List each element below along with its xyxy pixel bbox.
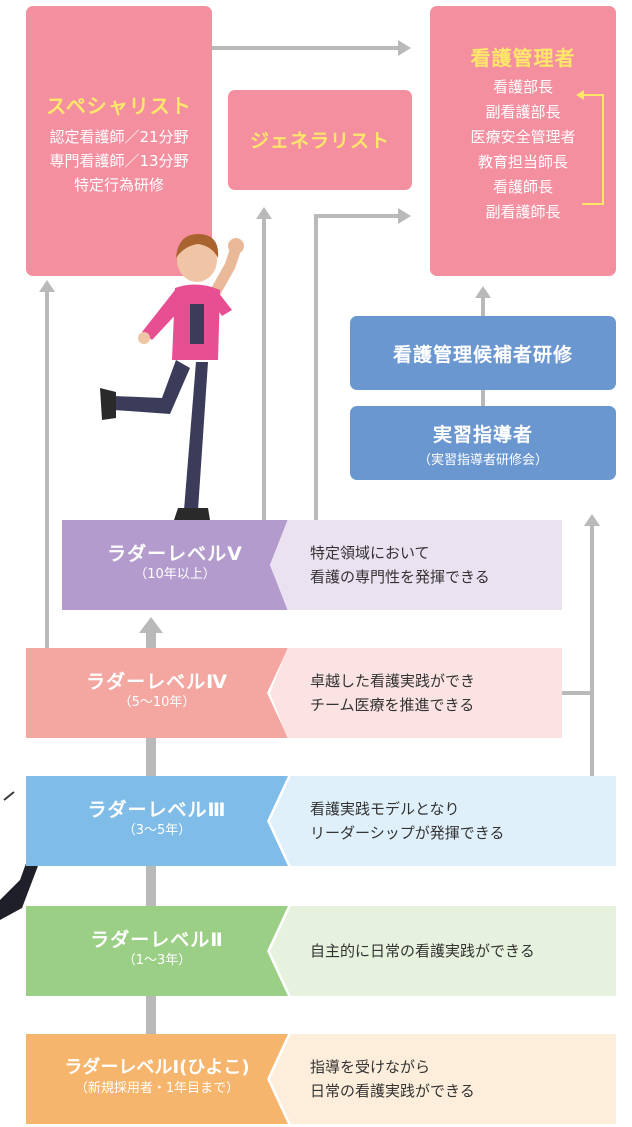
- ladder-level-1: ラダーレベルⅠ(ひよこ) （新規採用者・1年目まで）: [26, 1034, 288, 1124]
- manager-title: 看護管理者: [470, 46, 576, 70]
- arrow-to-generalist: [256, 207, 272, 219]
- connector-instructor-to-candidate: [481, 390, 485, 406]
- level-5-description: 特定領域において 看護の専門性を発揮できる: [270, 520, 562, 610]
- manager-line: 副看護部長: [485, 103, 561, 121]
- specialist-title: スペシャリスト: [46, 94, 192, 118]
- ladder-level-4: ラダーレベルⅣ （5～10年）: [26, 648, 288, 738]
- connector-level5-to-manager-horizontal: [314, 214, 400, 218]
- desc-line: チーム医療を推進できる: [310, 696, 475, 714]
- desc-line: 自主的に日常の看護実践ができる: [310, 942, 535, 960]
- desc-line: 看護の専門性を発揮できる: [310, 568, 490, 586]
- level-years: （1～3年）: [122, 953, 192, 968]
- connector-to-generalist: [262, 218, 266, 520]
- desc-line: 看護実践モデルとなり: [310, 800, 460, 818]
- arrow-right-up: [584, 514, 600, 526]
- level-years: （3～5年）: [122, 823, 192, 838]
- connector-right-vertical: [590, 524, 594, 776]
- level-years: （5～10年）: [118, 695, 196, 710]
- manager-line: 看護師長: [492, 178, 553, 196]
- level-3-description: 看護実践モデルとなり リーダーシップが発揮できる: [270, 776, 616, 866]
- desc-line: 卓越した看護実践ができ: [310, 672, 476, 690]
- specialist-box: スペシャリスト 認定看護師／21分野 専門看護師／13分野 特定行為研修: [26, 6, 212, 276]
- bracket-arrowhead-icon: [576, 90, 584, 100]
- bracket-arrow-bottom: [582, 203, 604, 205]
- connector-level4-to-right: [562, 691, 592, 695]
- arrow-to-specialist: [39, 280, 55, 292]
- manager-line: 副看護師長: [485, 203, 561, 221]
- candidate-training-title: 看護管理候補者研修: [392, 344, 573, 366]
- desc-line: 特定領域において: [310, 544, 430, 562]
- level-1-description: 指導を受けながら 日常の看護実践ができる: [270, 1034, 616, 1124]
- desc-line: 日常の看護実践ができる: [310, 1082, 475, 1100]
- instructor-title: 実習指導者: [432, 424, 533, 446]
- connector-to-specialist: [45, 290, 49, 650]
- manager-line: 医療安全管理者: [470, 128, 576, 146]
- bracket-arrow-top: [582, 94, 604, 96]
- instructor-sub: （実習指導者研修会）: [417, 453, 548, 468]
- specialist-line: 専門看護師／13分野: [49, 152, 189, 170]
- manager-box: 看護管理者 看護部長 副看護部長 医療安全管理者 教育担当師長 看護師長 副看護…: [430, 6, 616, 276]
- level-years: （新規採用者・1年目まで）: [74, 1081, 240, 1096]
- level-name: ラダーレベルⅡ: [90, 929, 224, 951]
- specialist-line: 認定看護師／21分野: [49, 128, 189, 146]
- arrow-to-level5: [139, 617, 163, 633]
- ladder-level-3: ラダーレベルⅢ （3～5年）: [26, 776, 288, 866]
- generalist-title: ジェネラリスト: [249, 130, 390, 152]
- specialist-line: 特定行為研修: [73, 176, 164, 194]
- level-4-description: 卓越した看護実践ができ チーム医療を推進できる: [270, 648, 562, 738]
- connector-level5-to-manager-vertical: [314, 214, 318, 520]
- candidate-training-box: 看護管理候補者研修: [350, 316, 616, 390]
- level-years: （10年以上）: [134, 567, 216, 582]
- generalist-box: ジェネラリスト: [228, 90, 412, 190]
- manager-line: 看護部長: [492, 78, 553, 96]
- level-name: ラダーレベルⅤ: [107, 543, 243, 565]
- arrow-to-manager-mid: [398, 208, 411, 224]
- level-name: ラダーレベルⅢ: [87, 799, 227, 821]
- level-name: ラダーレベルⅣ: [86, 671, 228, 693]
- connector-candidate-to-manager: [481, 297, 485, 317]
- arrow-to-manager-top: [398, 40, 411, 56]
- desc-line: リーダーシップが発揮できる: [310, 824, 505, 842]
- ladder-level-5: ラダーレベルⅤ （10年以上）: [62, 520, 288, 610]
- instructor-box: 実習指導者 （実習指導者研修会）: [350, 406, 616, 480]
- desc-line: 指導を受けながら: [310, 1058, 431, 1076]
- nurse-illustration: [100, 234, 244, 520]
- manager-line: 教育担当師長: [477, 153, 568, 171]
- level-name: ラダーレベルⅠ(ひよこ): [64, 1057, 250, 1078]
- connector-specialist-to-manager: [212, 46, 402, 50]
- bracket-arrow-vertical: [602, 94, 604, 205]
- ladder-level-2: ラダーレベルⅡ （1～3年）: [26, 906, 288, 996]
- arrow-to-manager-bottom: [475, 286, 491, 298]
- level-2-description: 自主的に日常の看護実践ができる: [270, 906, 616, 996]
